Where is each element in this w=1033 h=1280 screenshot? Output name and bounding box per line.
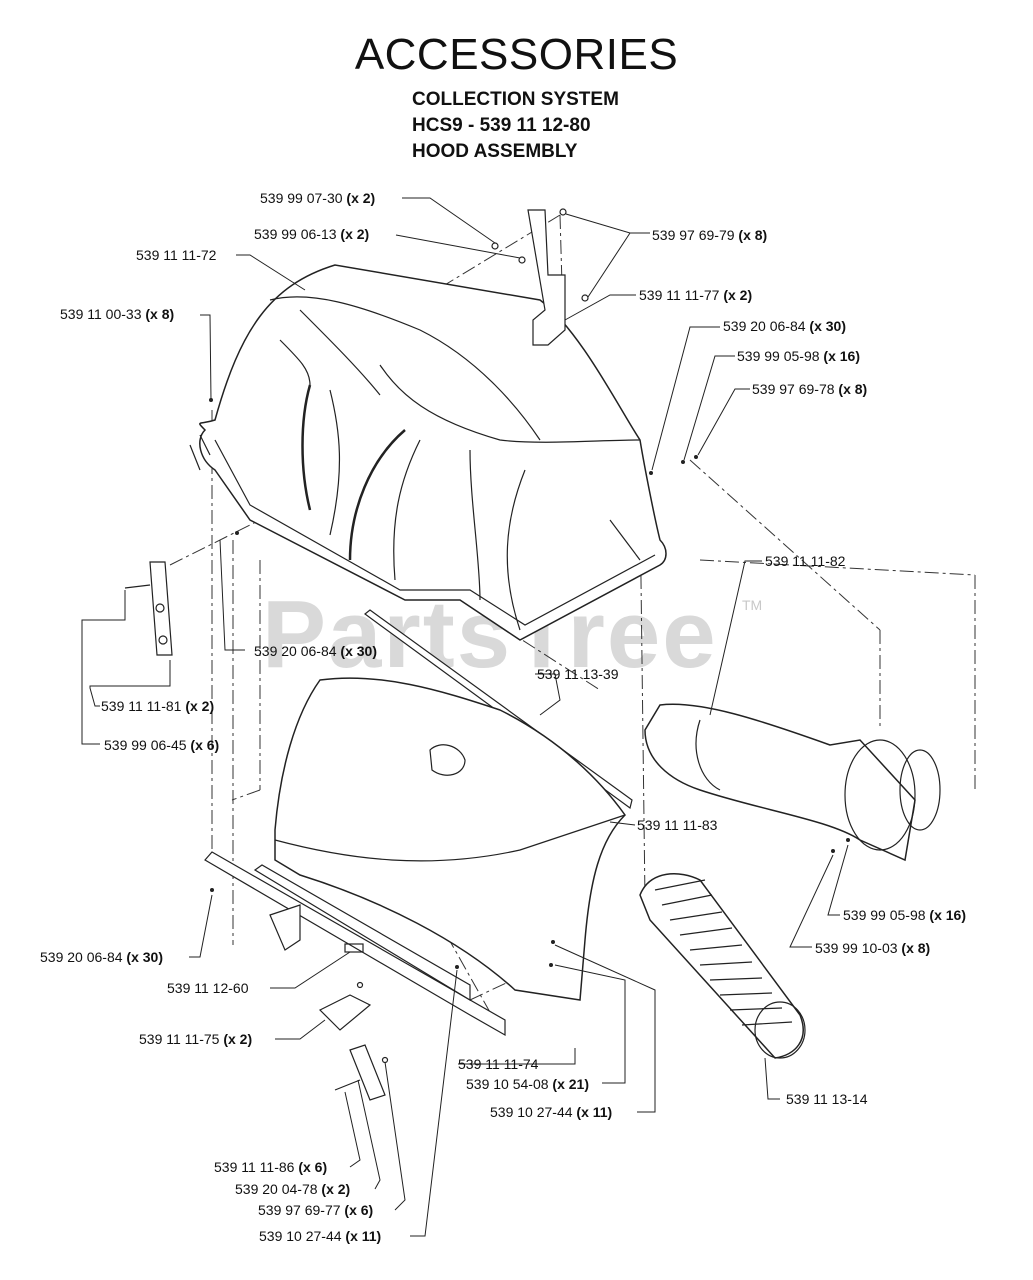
callout-539-97-69-77: 539 97 69-77 (x 6) bbox=[258, 1202, 374, 1218]
callout-539-20-06-84-mid: 539 20 06-84 (x 30) bbox=[254, 643, 377, 659]
chute-539-11-11-82 bbox=[644, 703, 941, 862]
callout-539-11-13-14: 539 11 13-14 bbox=[786, 1091, 868, 1107]
callout-539-99-06-13: 539 99 06-13 (x 2) bbox=[254, 226, 370, 242]
callout-539-11-11-72: 539 11 11-72 bbox=[136, 247, 217, 263]
callout-539-11-11-81: 539 11 11-81 (x 2) bbox=[101, 698, 215, 714]
callout-539-11-12-60: 539 11 12-60 bbox=[167, 980, 249, 996]
watermark-trademark: TM bbox=[742, 597, 763, 613]
callout-539-99-05-98-top: 539 99 05-98 (x 16) bbox=[737, 348, 860, 364]
leader-lines bbox=[81, 197, 849, 1237]
plate-539-11-11-81 bbox=[124, 561, 173, 656]
callout-539-20-06-84-bottom: 539 20 06-84 (x 30) bbox=[40, 949, 163, 965]
callout-539-99-06-45: 539 99 06-45 (x 6) bbox=[104, 737, 220, 753]
callout-539-11-11-75: 539 11 11-75 (x 2) bbox=[139, 1031, 253, 1047]
callout-539-11-11-74: 539 11 11-74 bbox=[458, 1056, 539, 1072]
callout-539-99-07-30: 539 99 07-30 (x 2) bbox=[260, 190, 376, 206]
callout-539-11-11-86: 539 11 11-86 (x 6) bbox=[214, 1159, 328, 1175]
callout-539-97-69-79: 539 97 69-79 (x 8) bbox=[652, 227, 768, 243]
callout-539-11-11-77: 539 11 11-77 (x 2) bbox=[639, 287, 753, 303]
rail-539-11-12-60 bbox=[204, 851, 506, 1037]
latch-539-11-11-75 bbox=[318, 981, 389, 1101]
callout-539-11-11-82: 539 11 11-82 bbox=[765, 553, 846, 569]
callout-539-20-04-78: 539 20 04-78 (x 2) bbox=[235, 1181, 351, 1197]
panel-539-11-11-83 bbox=[274, 677, 626, 1001]
callout-539-97-69-78: 539 97 69-78 (x 8) bbox=[752, 381, 868, 397]
callout-539-10-27-44-bottom: 539 10 27-44 (x 11) bbox=[259, 1228, 382, 1244]
callout-539-20-06-84-top: 539 20 06-84 (x 30) bbox=[723, 318, 846, 334]
callout-539-99-05-98-bottom: 539 99 05-98 (x 16) bbox=[843, 907, 966, 923]
subtitle-model: HCS9 - 539 11 12-80 bbox=[412, 115, 591, 136]
hood-539-11-11-72 bbox=[189, 264, 667, 641]
hose-539-11-13-14 bbox=[639, 873, 806, 1059]
fastener-dots bbox=[209, 398, 850, 969]
subtitle-assembly: HOOD ASSEMBLY bbox=[412, 141, 578, 162]
subtitle-system: COLLECTION SYSTEM bbox=[412, 89, 619, 110]
callout-539-99-10-03: 539 99 10-03 (x 8) bbox=[815, 940, 931, 956]
page-title: ACCESSORIES bbox=[354, 30, 679, 79]
callout-539-10-27-44-right: 539 10 27-44 (x 11) bbox=[490, 1104, 613, 1120]
callout-539-11-13-39: 539 11 13-39 bbox=[537, 666, 619, 682]
callout-539-11-00-33: 539 11 00-33 (x 8) bbox=[60, 306, 175, 322]
callout-539-10-54-08: 539 10 54-08 (x 21) bbox=[466, 1076, 589, 1092]
callout-539-11-11-83: 539 11 11-83 bbox=[637, 817, 718, 833]
